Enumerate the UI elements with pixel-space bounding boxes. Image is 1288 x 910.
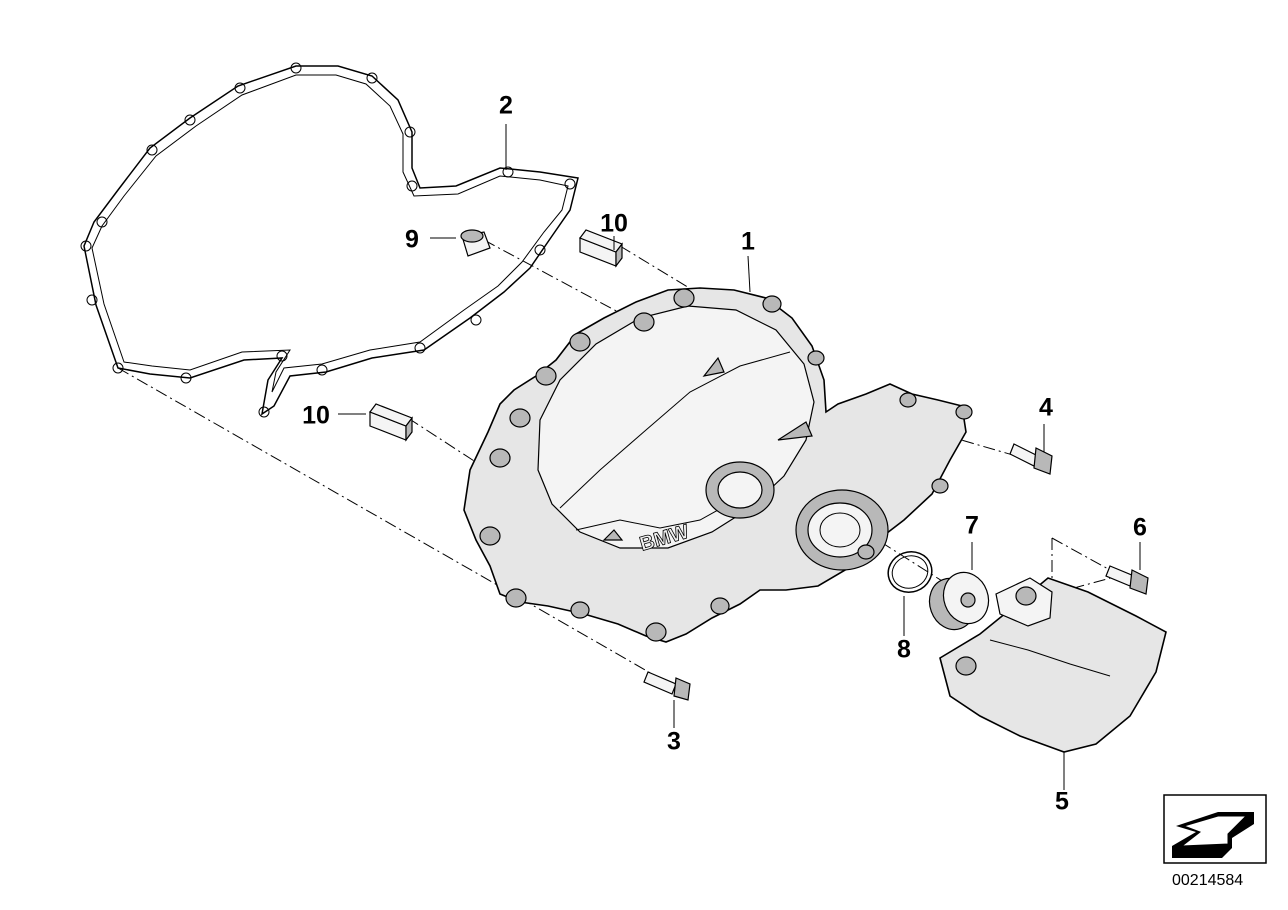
- plug: [928, 571, 990, 631]
- nav-arrow-box[interactable]: [1163, 794, 1267, 864]
- bolt-6: [1105, 565, 1149, 595]
- o-ring: [887, 551, 933, 593]
- gasket: [80, 62, 579, 418]
- arrow-down-left-icon: [1172, 812, 1254, 858]
- callout-1[interactable]: 1: [741, 227, 755, 256]
- callout-3[interactable]: 3: [667, 727, 681, 756]
- callout-6[interactable]: 6: [1133, 513, 1147, 542]
- callout-8[interactable]: 8: [897, 635, 911, 664]
- engine-cover: BMW: [463, 287, 973, 643]
- callout-2[interactable]: 2: [499, 91, 513, 120]
- catalog-number: 00214584: [1172, 872, 1244, 889]
- guard: [939, 577, 1167, 753]
- bolt-3: [643, 671, 691, 701]
- leader-lines: [338, 124, 1141, 790]
- callout-7[interactable]: 7: [965, 511, 979, 540]
- bolt-4: [1009, 443, 1053, 475]
- callout-9[interactable]: 9: [405, 225, 419, 254]
- dowel-sleeve-lower: [369, 403, 413, 442]
- bushing: [460, 229, 491, 257]
- dowel-sleeve-upper: [579, 229, 623, 268]
- callout-5[interactable]: 5: [1055, 787, 1069, 816]
- callout-4[interactable]: 4: [1039, 393, 1053, 422]
- callout-10-upper[interactable]: 10: [600, 209, 628, 238]
- callout-10-lower[interactable]: 10: [302, 401, 330, 430]
